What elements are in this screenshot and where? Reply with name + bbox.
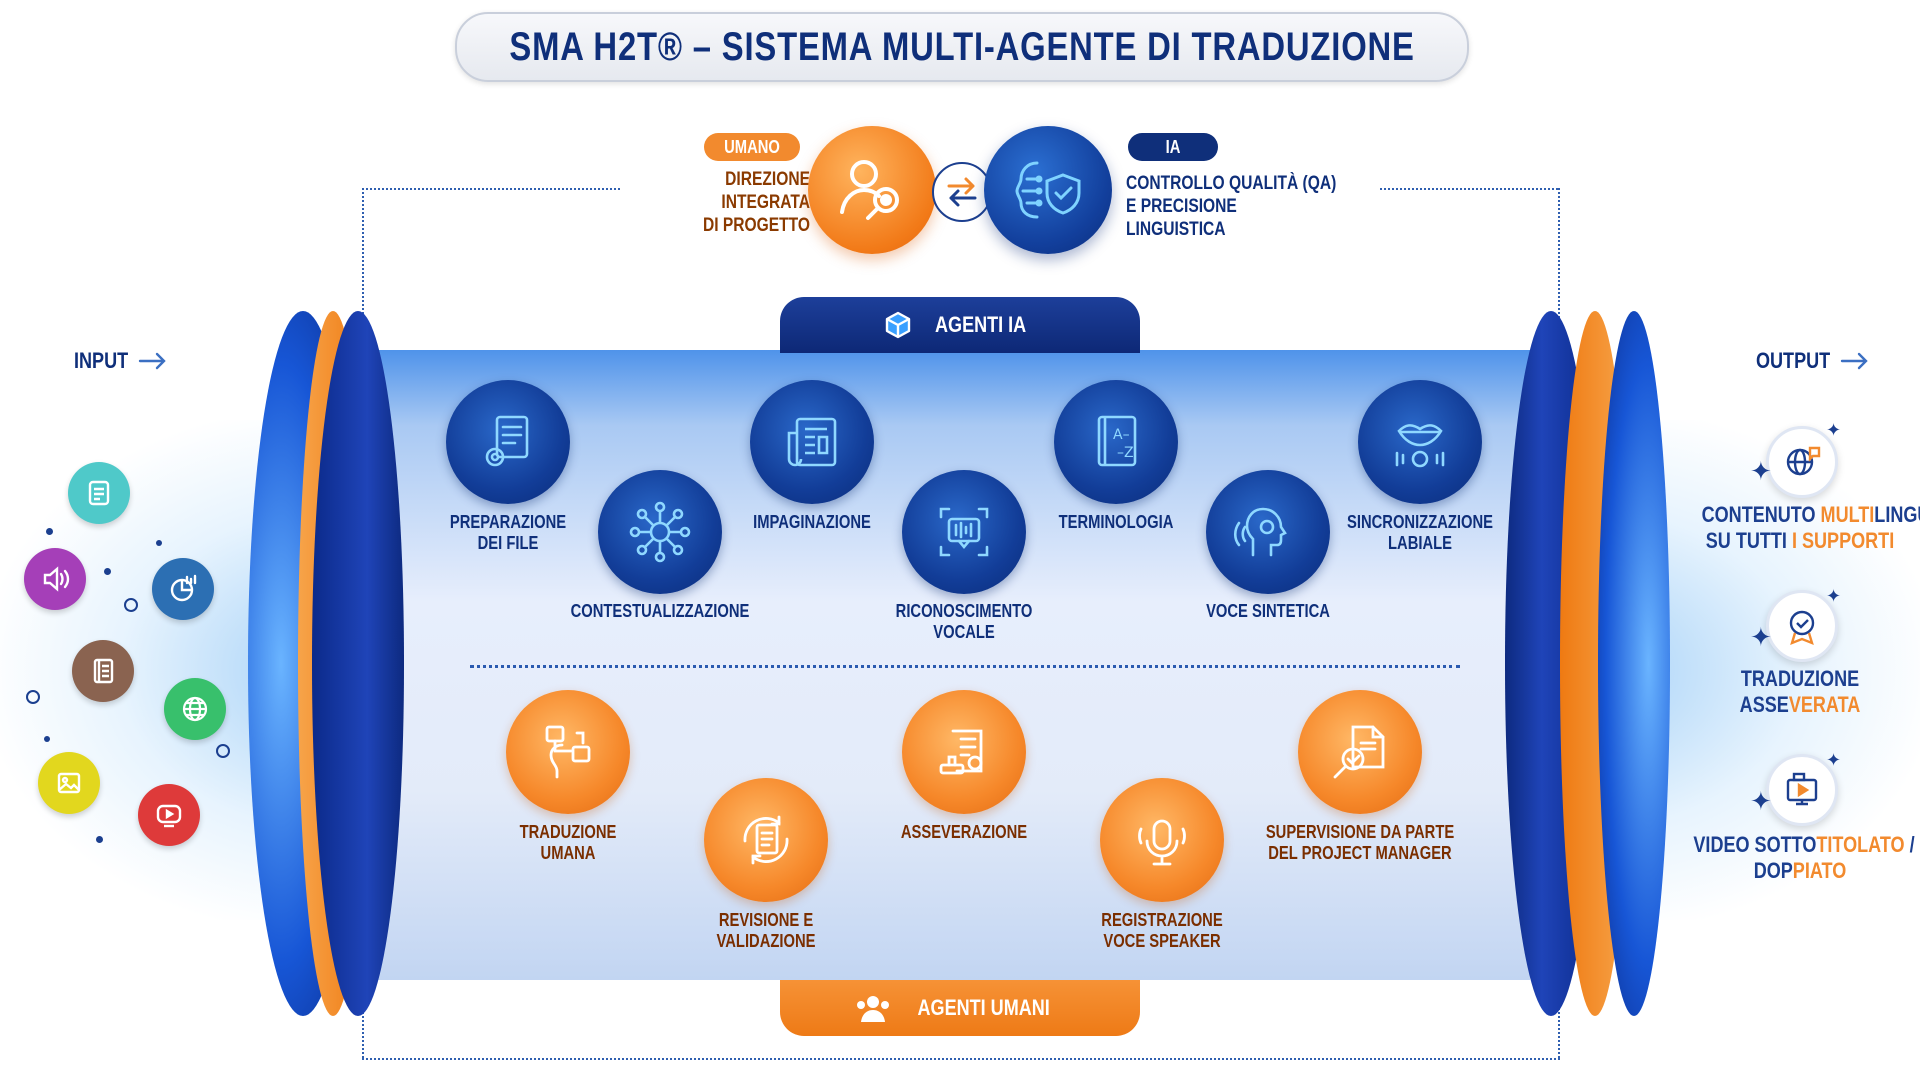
video-screen-icon [1766, 754, 1838, 826]
decor-dot [216, 744, 230, 758]
title-pill: SMA H2T® – SISTEMA MULTI-AGENTE DI TRADU… [455, 12, 1469, 82]
document-magnifier-icon [1298, 690, 1422, 814]
ai-agents-banner: AGENTI IA [780, 297, 1140, 353]
diagram-title: SMA H2T® – SISTEMA MULTI-AGENTE DI TRADU… [509, 24, 1415, 69]
cube-icon [886, 311, 911, 339]
ai-agent-voce-sintetica [1206, 470, 1330, 594]
input-label: INPUT [74, 348, 168, 374]
network-nodes-icon [598, 470, 722, 594]
video-play-icon [138, 784, 200, 846]
human-agent-revisione [704, 778, 828, 902]
output-label: OUTPUT [1756, 348, 1870, 374]
microphone-icon [1100, 778, 1224, 902]
sparkle-icon: ✦ [1750, 456, 1772, 486]
frame-line-top-left [362, 188, 620, 190]
ai-agent-label-contestualizzazione: CONTESTUALIZZAZIONE [570, 601, 750, 621]
tube-divider [470, 665, 1460, 668]
certified-badge-icon [1766, 590, 1838, 662]
globe-icon [164, 678, 226, 740]
certified-stamp-icon [902, 690, 1026, 814]
lips-sync-icon [1358, 380, 1482, 504]
ai-agent-riconoscimento [902, 470, 1026, 594]
exchange-arrows-icon [932, 162, 992, 222]
ai-agent-label-voce-sintetica: VOCE SINTETICA [1206, 601, 1330, 621]
ai-agent-terminologia: A– –Z [1054, 380, 1178, 504]
newspaper-layout-icon [750, 380, 874, 504]
pie-chart-icon [152, 558, 214, 620]
arrow-right-icon [138, 352, 166, 370]
voice-wave-icon [902, 470, 1026, 594]
sparkle-icon: ✦ [1826, 420, 1842, 440]
human-direction-text: DIREZIONE INTEGRATA DI PROGETTO [702, 169, 810, 236]
ai-agent-impaginazione [750, 380, 874, 504]
right-ring-outer [1598, 311, 1670, 1016]
sparkle-icon: ✦ [1826, 750, 1842, 770]
ai-quality-icon [984, 126, 1112, 254]
review-cycle-icon [704, 778, 828, 902]
ai-head-voice-icon [1206, 470, 1330, 594]
human-agent-label-asseverazione: ASSEVERAZIONE [900, 822, 1028, 842]
decor-dot [104, 568, 111, 575]
decor-dot [26, 690, 40, 704]
svg-text:–Z: –Z [1117, 445, 1134, 461]
ai-agent-label-terminologia: TERMINOLOGIA [1058, 512, 1174, 532]
frame-line-bottom [362, 1058, 1560, 1060]
sparkle-icon: ✦ [1826, 586, 1842, 606]
multilingual-globe-icon [1766, 426, 1838, 498]
image-icon [38, 752, 100, 814]
ai-agent-label-impaginazione: IMPAGINAZIONE [753, 512, 871, 532]
svg-text:A–: A– [1113, 427, 1130, 443]
text-document-icon [68, 462, 130, 524]
human-agent-supervisione [1298, 690, 1422, 814]
decor-dot [124, 598, 138, 612]
ai-agent-sincronizzazione [1358, 380, 1482, 504]
decor-dot [44, 736, 50, 742]
book-icon [72, 640, 134, 702]
dictionary-az-icon: A– –Z [1054, 380, 1178, 504]
arrow-right-icon [1841, 352, 1869, 370]
document-gear-icon [446, 380, 570, 504]
human-agents-banner: AGENTI UMANI [780, 980, 1140, 1036]
decor-dot [156, 540, 162, 546]
output-label-video: VIDEO SOTTOTITOLATO / DOPPIATO [1693, 832, 1915, 883]
human-agent-traduzione [506, 690, 630, 814]
human-tag: UMANO [704, 133, 800, 161]
audio-speaker-icon [24, 548, 86, 610]
decor-dot [46, 528, 53, 535]
ai-agent-contestualizzazione [598, 470, 722, 594]
sparkle-icon: ✦ [1750, 622, 1772, 652]
output-label-multilingual: CONTENUTO MULTILINGUE SU TUTTI I SUPPORT… [1701, 502, 1920, 553]
output-label-asseverata: TRADUZIONE ASSEVERATA [1739, 666, 1861, 717]
human-agent-asseverazione [902, 690, 1026, 814]
ai-agent-preparazione [446, 380, 570, 504]
human-translate-icon [506, 690, 630, 814]
decor-dot [96, 836, 103, 843]
people-group-icon [857, 996, 890, 1022]
human-agent-registrazione [1100, 778, 1224, 902]
frame-line-top-right [1380, 188, 1558, 190]
left-ring-inner [312, 311, 404, 1016]
ai-quality-text: CONTROLLO QUALITÀ (QA) E PRECISIONE LING… [1126, 173, 1337, 240]
human-direction-icon [808, 126, 936, 254]
sparkle-icon: ✦ [1750, 786, 1772, 816]
ai-tag: IA [1128, 133, 1218, 161]
